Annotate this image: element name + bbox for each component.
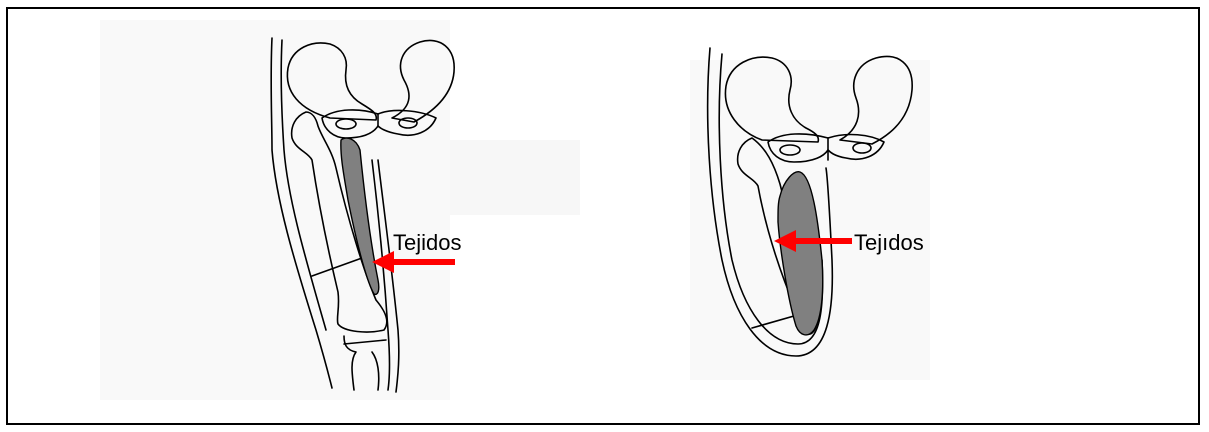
tissue-label-right: Tejıdos <box>854 232 924 254</box>
tissue-label-left: Tejidos <box>393 232 461 254</box>
background-panel <box>100 20 450 400</box>
